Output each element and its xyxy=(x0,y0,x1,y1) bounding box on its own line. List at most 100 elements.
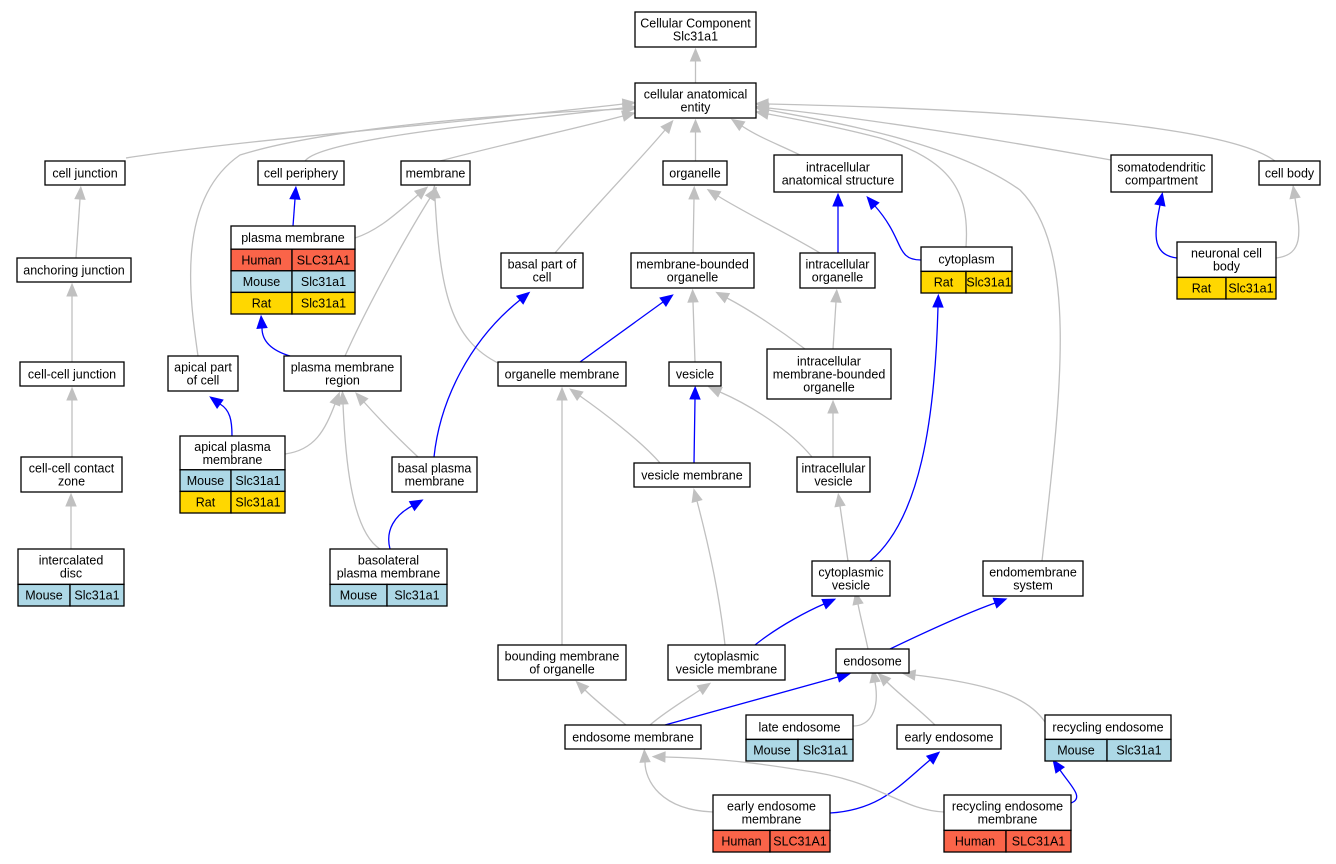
node-box xyxy=(766,348,892,400)
edge-plasma_membrane-to-cell_periphery xyxy=(289,185,301,227)
go-node-organelle-membrane[interactable]: organelle membrane xyxy=(497,361,627,387)
ortholog-gene-label: SLC31A1 xyxy=(297,254,351,268)
edge-early_endosome-to-endosome xyxy=(877,672,936,726)
edge-basal_pm-to-pm_region xyxy=(355,392,419,458)
node-label-line: anchoring junction xyxy=(23,264,125,278)
go-node-cell-periphery[interactable]: cell periphery xyxy=(257,160,345,186)
go-node-vesicle[interactable]: vesicle xyxy=(668,361,722,387)
edge-arrowhead xyxy=(74,185,86,200)
node-box xyxy=(796,456,871,493)
go-node-endosome-membrane[interactable]: endosome membrane xyxy=(564,724,702,750)
ortholog-gene-label: Slc31a1 xyxy=(803,744,848,758)
node-box xyxy=(799,252,876,289)
edge-arrowhead xyxy=(932,293,944,308)
ortholog-gene-label: SLC31A1 xyxy=(773,835,827,849)
edge-arrowhead xyxy=(355,392,369,407)
node-label-line: basal plasma xyxy=(398,462,472,476)
node-label-line: apical part xyxy=(174,361,232,375)
edge-pm_region-to-plasma_membrane xyxy=(256,314,291,357)
go-node-early-endosome[interactable]: early endosome xyxy=(896,724,1002,750)
edge-arrowhead xyxy=(832,192,844,207)
node-label-line: cytoplasmic xyxy=(818,566,883,580)
edge-late_endosome-to-endosome xyxy=(852,668,881,727)
node-label-line: disc xyxy=(60,567,82,581)
edge-endosome_membrane-to-cyto_vesicle_membrane xyxy=(649,682,712,726)
go-node-cell-body[interactable]: cell body xyxy=(1258,160,1321,186)
ortholog-gene-label: Slc31a1 xyxy=(235,474,280,488)
edge-arrowhead xyxy=(429,184,441,199)
edge-arrowhead xyxy=(689,385,701,400)
go-node-cc-junction[interactable]: cell-cell junction xyxy=(19,361,125,387)
edge-arrowhead xyxy=(925,751,941,765)
edge-cae-to-cc_root xyxy=(689,47,702,83)
edge-vesicle_membrane-to-vesicle xyxy=(689,385,701,464)
ortholog-gene-cell xyxy=(769,829,831,853)
node-box xyxy=(634,11,757,48)
edge-endosome_membrane-to-bounding_membrane xyxy=(575,680,627,726)
node-label-line: of cell xyxy=(187,374,220,388)
edge-arrowhead xyxy=(688,185,700,200)
edge-arrowhead xyxy=(730,118,746,132)
go-node-anchoring-junction[interactable]: anchoring junction xyxy=(16,257,132,283)
edge-cyto_vesicle-to-intracellular_vesicle xyxy=(834,492,849,562)
node-box xyxy=(835,648,910,674)
ortholog-species-label: Rat xyxy=(252,297,272,311)
node-box xyxy=(668,361,722,387)
node-label-line: basal part of xyxy=(508,258,577,272)
go-node-organelle[interactable]: organelle xyxy=(662,160,728,186)
node-box xyxy=(1176,241,1277,279)
edge-arrowhead xyxy=(691,488,703,503)
go-node-membrane[interactable]: membrane xyxy=(400,160,471,186)
edge-arrowhead xyxy=(689,118,702,133)
node-box xyxy=(1110,154,1213,193)
edge-intracellular_as-to-cae xyxy=(730,118,801,156)
edge-pm_region-to-membrane xyxy=(344,186,438,357)
node-box xyxy=(500,252,584,289)
node-label-line: endosome membrane xyxy=(572,731,694,745)
go-node-cell-junction[interactable]: cell junction xyxy=(44,160,126,186)
edge-arrowhead xyxy=(1052,759,1066,774)
edge-arrowhead xyxy=(696,682,712,696)
node-label-line: endomembrane xyxy=(989,566,1077,580)
edge-cyto_vesicle_membrane-to-vesicle_membrane xyxy=(691,488,726,646)
node-label-line: zone xyxy=(58,475,85,489)
edge-arrowhead xyxy=(1154,191,1166,207)
node-label-line: Cellular Component xyxy=(640,17,751,31)
node-label-line: cell xyxy=(533,271,552,285)
node-label-line: organelle xyxy=(812,271,863,285)
ortholog-species-label: Mouse xyxy=(187,474,225,488)
go-node-vesicle-membrane[interactable]: vesicle membrane xyxy=(633,462,751,488)
edge-arrowhead xyxy=(66,386,78,401)
go-node-endosome[interactable]: endosome xyxy=(835,648,910,674)
node-label-line: plasma membrane xyxy=(291,361,395,375)
node-label-line: early endosome xyxy=(905,731,994,745)
edge-arrowhead xyxy=(408,499,424,512)
